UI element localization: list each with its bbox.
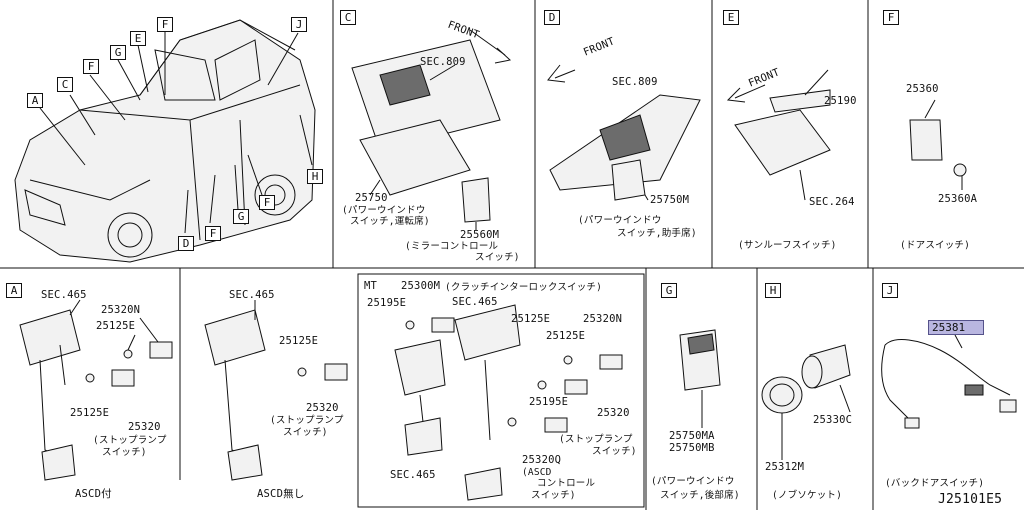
- part-number[interactable]: 25320: [306, 402, 339, 414]
- window-switch-driver-drawing: [351, 29, 512, 230]
- callout-f[interactable]: F: [259, 195, 275, 210]
- part-desc: (ストップランプ: [559, 434, 633, 445]
- clutch-brake-pedal-mt-drawing: [394, 304, 623, 501]
- back-door-switch-harness-drawing: [881, 334, 1017, 429]
- sec-ref[interactable]: SEC.264: [809, 196, 855, 208]
- section-d-label[interactable]: D: [544, 10, 560, 25]
- part-number[interactable]: 25750MA: [669, 430, 715, 442]
- section-h-label[interactable]: H: [765, 283, 781, 298]
- part-number[interactable]: 25195E: [529, 396, 569, 408]
- part-number[interactable]: 25360: [906, 83, 939, 95]
- section-a-label[interactable]: A: [6, 283, 22, 298]
- callout-e[interactable]: E: [130, 31, 146, 46]
- part-desc: (バックドアスイッチ): [885, 478, 985, 489]
- part-desc: (ASCD: [522, 467, 552, 478]
- part-number[interactable]: 25330C: [813, 414, 853, 426]
- rear-window-switch-drawing: [679, 329, 721, 428]
- part-number[interactable]: 25320: [128, 421, 161, 433]
- vehicle-drawing: [14, 19, 316, 263]
- callout-g[interactable]: G: [233, 209, 249, 224]
- part-number[interactable]: 25125E: [70, 407, 110, 419]
- part-number[interactable]: 25125E: [511, 313, 551, 325]
- section-e-label[interactable]: E: [723, 10, 739, 25]
- section-j-label[interactable]: J: [882, 283, 898, 298]
- part-desc: スイッチ): [531, 490, 576, 501]
- part-desc: スイッチ): [102, 447, 147, 458]
- part-number[interactable]: 25125E: [96, 320, 136, 332]
- callout-h[interactable]: H: [307, 169, 323, 184]
- part-number[interactable]: 25300M: [401, 280, 441, 292]
- part-desc: スイッチ): [475, 252, 520, 263]
- sec-ref[interactable]: SEC.809: [420, 56, 466, 68]
- callout-a[interactable]: A: [27, 93, 43, 108]
- section-g-label[interactable]: G: [661, 283, 677, 298]
- section-c-label[interactable]: C: [340, 10, 356, 25]
- mt-label: MT: [364, 280, 378, 292]
- sec-ref[interactable]: SEC.465: [41, 289, 87, 301]
- part-desc: (ミラーコントロール: [405, 241, 499, 252]
- part-number[interactable]: 25312M: [765, 461, 805, 473]
- callout-j[interactable]: J: [291, 17, 307, 32]
- part-desc: (パワーウインドウ: [651, 476, 735, 487]
- part-number[interactable]: 25750: [355, 192, 388, 204]
- callout-f[interactable]: F: [205, 226, 221, 241]
- part-number[interactable]: 25320: [597, 407, 630, 419]
- brake-pedal-no-ascd-drawing: [204, 300, 348, 481]
- part-desc: (クラッチインターロックスイッチ): [445, 282, 603, 293]
- door-switch-drawing: [909, 99, 967, 190]
- part-desc: スイッチ,助手席): [617, 228, 697, 239]
- sec-ref[interactable]: SEC.465: [390, 469, 436, 481]
- caption: ASCD無し: [257, 488, 305, 500]
- part-desc: (パワーウインドウ: [578, 215, 662, 226]
- part-desc: (ストップランプ: [270, 415, 344, 426]
- part-desc: (ドアスイッチ): [900, 240, 971, 251]
- part-desc: スイッチ,後部席): [660, 490, 740, 501]
- knob-socket-drawing: [761, 344, 851, 460]
- sunroof-switch-drawing: [726, 69, 831, 201]
- part-number[interactable]: 25560M: [460, 229, 500, 241]
- part-desc: スイッチ): [592, 446, 637, 457]
- callout-f[interactable]: F: [157, 17, 173, 32]
- part-desc: コントロール: [537, 478, 596, 489]
- sec-ref[interactable]: SEC.465: [229, 289, 275, 301]
- part-number[interactable]: 25320N: [583, 313, 623, 325]
- brake-pedal-ascd-drawing: [19, 299, 173, 481]
- callout-c[interactable]: C: [57, 77, 73, 92]
- part-number[interactable]: 25750M: [650, 194, 690, 206]
- callout-d[interactable]: D: [178, 236, 194, 251]
- part-desc: (ストップランプ: [93, 435, 167, 446]
- callout-f[interactable]: F: [83, 59, 99, 74]
- part-number[interactable]: 25125E: [546, 330, 586, 342]
- part-number[interactable]: 25190: [824, 95, 857, 107]
- section-f-label[interactable]: F: [883, 10, 899, 25]
- part-number[interactable]: 25195E: [367, 297, 407, 309]
- sec-ref[interactable]: SEC.465: [452, 296, 498, 308]
- diagram-id: J25101E5: [938, 492, 1003, 507]
- part-desc: スイッチ): [283, 427, 328, 438]
- sec-ref[interactable]: SEC.809: [612, 76, 658, 88]
- part-number[interactable]: 25320N: [101, 304, 141, 316]
- window-switch-passenger-drawing: [547, 64, 701, 201]
- part-desc: スイッチ,運転席): [350, 216, 430, 227]
- part-desc: (ノブソケット): [772, 490, 843, 501]
- part-number[interactable]: 25750MB: [669, 442, 715, 454]
- highlighted-part-number[interactable]: 25381: [928, 320, 984, 335]
- part-number[interactable]: 25360A: [938, 193, 978, 205]
- caption: ASCD付: [75, 488, 112, 500]
- part-number[interactable]: 25125E: [279, 335, 319, 347]
- part-desc: (パワーウインドウ: [342, 205, 426, 216]
- callout-g[interactable]: G: [110, 45, 126, 60]
- part-desc: (サンルーフスイッチ): [738, 240, 837, 251]
- part-number[interactable]: 25320Q: [522, 454, 562, 466]
